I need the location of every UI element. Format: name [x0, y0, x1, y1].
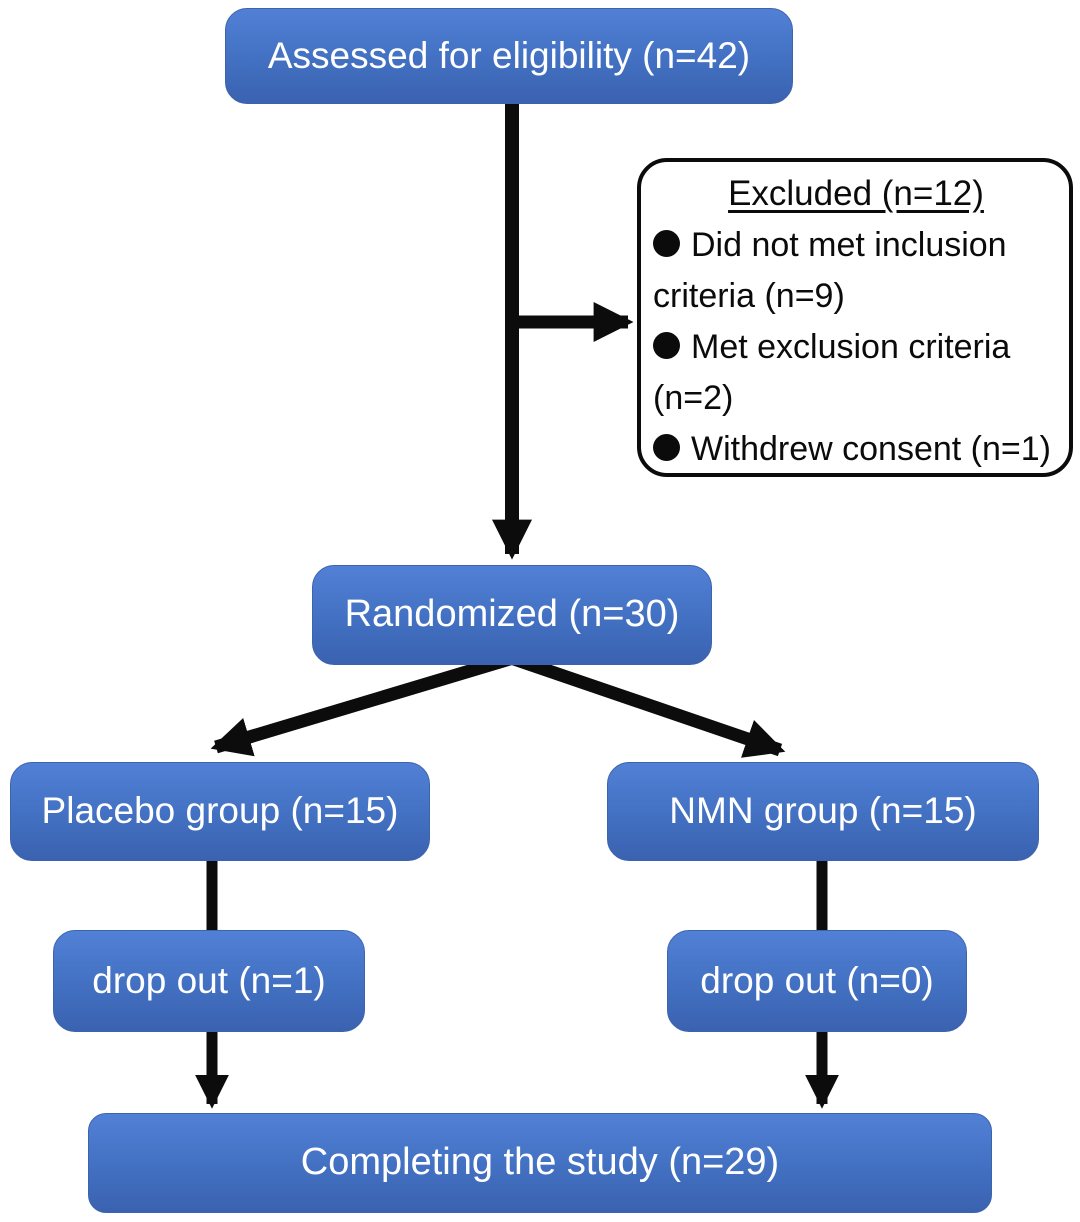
assessed-label: Assessed for eligibility (n=42) [267, 34, 751, 76]
nmn-group-box: NMN group (n=15) [607, 762, 1039, 861]
excluded-title: Excluded (n=12) [728, 174, 984, 213]
placebo-group-label: Placebo group (n=15) [41, 790, 399, 832]
excluded-line: Met exclusion criteria [653, 322, 1059, 373]
excluded-line: (n=2) [653, 379, 734, 417]
bullet-icon [653, 332, 680, 359]
excluded-line: criteria (n=9) [653, 277, 845, 315]
randomized-label: Randomized (n=30) [344, 593, 680, 636]
excluded-box: Excluded (n=12) Did not met inclusion cri… [637, 158, 1073, 477]
nmn-group-label: NMN group (n=15) [669, 790, 977, 832]
excluded-line: Did not met inclusion [653, 220, 1059, 271]
excluded-line: Withdrew consent (n=1) [653, 424, 1059, 475]
placebo-group-box: Placebo group (n=15) [10, 762, 430, 861]
excluded-list: Did not met inclusion criteria (n=9) Met e… [653, 220, 1059, 475]
bullet-icon [653, 230, 680, 257]
placebo-dropout-label: drop out (n=1) [92, 959, 326, 1001]
placebo-dropout-box: drop out (n=1) [53, 930, 365, 1032]
bullet-icon [653, 434, 680, 461]
nmn-dropout-label: drop out (n=0) [700, 959, 934, 1001]
completing-box: Completing the study (n=29) [88, 1113, 992, 1213]
randomized-box: Randomized (n=30) [312, 565, 712, 665]
assessed-box: Assessed for eligibility (n=42) [225, 8, 793, 104]
completing-label: Completing the study (n=29) [300, 1141, 780, 1184]
arrow-randomized-to-placebo [210, 651, 515, 757]
arrow-randomized-to-nmn [508, 651, 786, 758]
nmn-dropout-box: drop out (n=0) [667, 930, 967, 1032]
